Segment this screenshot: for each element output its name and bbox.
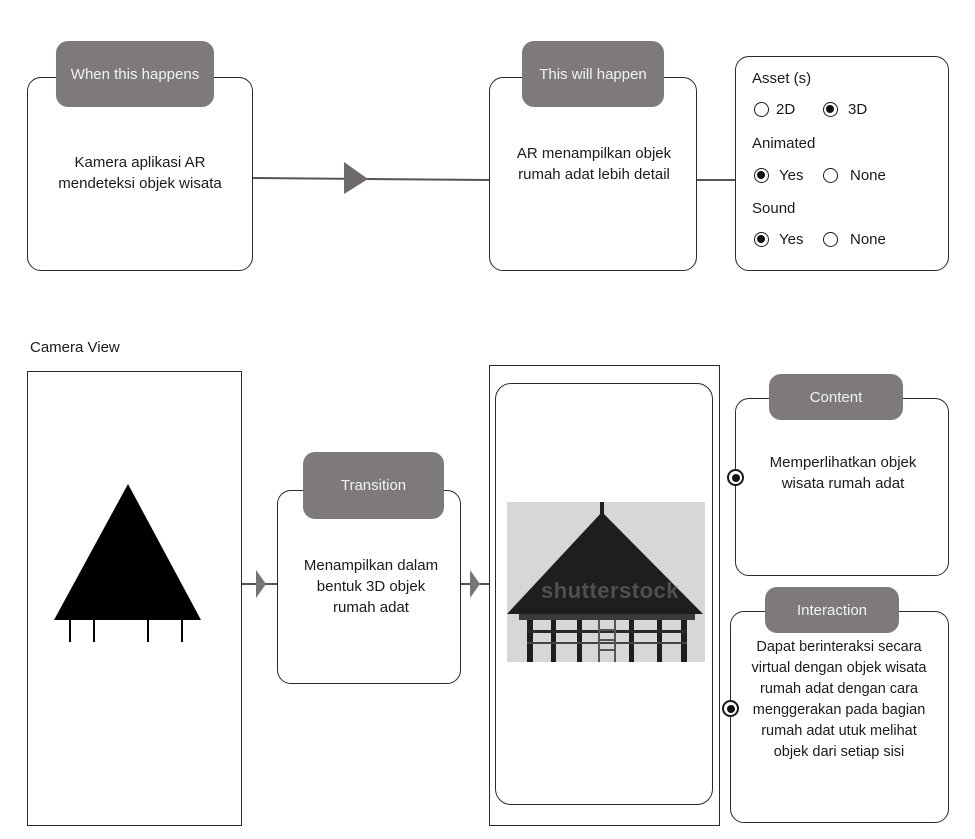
radio-sound-yes-label: Yes bbox=[779, 231, 804, 248]
action-text: AR menampilkan objek rumah adat lebih de… bbox=[516, 145, 672, 183]
house-silhouette-icon bbox=[54, 484, 201, 642]
arrow-head-top bbox=[344, 162, 368, 194]
content-connector-dot bbox=[727, 469, 744, 486]
options-card bbox=[735, 56, 949, 271]
radio-sound-none[interactable] bbox=[823, 232, 838, 247]
radio-sound-yes[interactable] bbox=[754, 232, 769, 247]
watermark-text: shutterstock bbox=[541, 578, 680, 603]
transition-text: Menampilkan dalam bentuk 3D objek rumah … bbox=[303, 557, 439, 616]
transition-card bbox=[277, 490, 461, 684]
asset-label: Asset (s) bbox=[752, 70, 812, 87]
trigger-text: Kamera aplikasi AR mendeteksi objek wisa… bbox=[58, 154, 222, 192]
content-tag: Content bbox=[769, 374, 903, 420]
radio-animated-yes[interactable] bbox=[754, 168, 769, 183]
interaction-card bbox=[730, 611, 949, 823]
radio-animated-none-label: None bbox=[850, 167, 886, 184]
rumah-adat-image: shutterstock bbox=[507, 502, 705, 662]
interaction-text: Dapat berinteraksi secara virtual dengan… bbox=[751, 639, 927, 760]
action-card bbox=[489, 77, 697, 271]
camera-view-frame bbox=[27, 371, 242, 826]
camera-view-label: Camera View bbox=[30, 339, 120, 356]
radio-3d-label: 3D bbox=[848, 101, 868, 118]
radio-sound-none-label: None bbox=[850, 231, 886, 248]
transition-tag: Transition bbox=[303, 452, 444, 519]
action-tag: This will happen bbox=[522, 41, 664, 107]
radio-3d[interactable] bbox=[823, 102, 838, 117]
interaction-connector-dot bbox=[722, 700, 739, 717]
radio-animated-none[interactable] bbox=[823, 168, 838, 183]
radio-2d-label: 2D bbox=[776, 101, 796, 118]
arrow-head-camera bbox=[256, 570, 266, 598]
arrow-head-transition bbox=[470, 570, 480, 598]
animated-label: Animated bbox=[752, 135, 816, 152]
radio-2d[interactable] bbox=[754, 102, 769, 117]
interaction-tag: Interaction bbox=[765, 587, 899, 633]
sound-label: Sound bbox=[752, 200, 796, 217]
trigger-tag: When this happens bbox=[56, 41, 214, 107]
content-card bbox=[735, 398, 949, 576]
content-text: Memperlihatkan objek wisata rumah adat bbox=[769, 454, 917, 492]
radio-animated-yes-label: Yes bbox=[779, 167, 804, 184]
rumah-adat-icon bbox=[507, 502, 703, 662]
